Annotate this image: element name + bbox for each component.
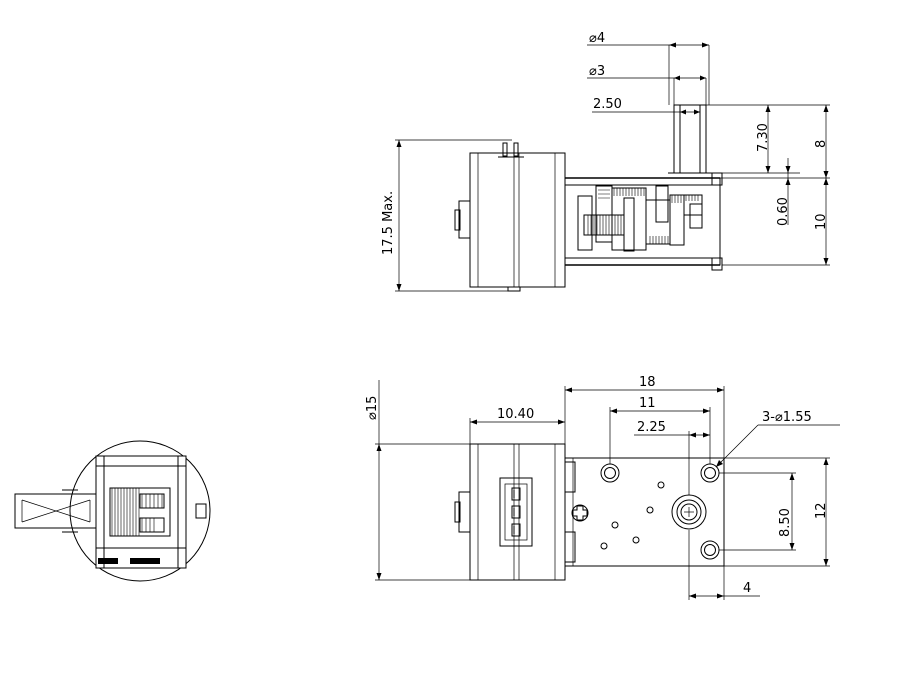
- dim-front-gearbox-len: 18: [639, 375, 656, 390]
- gear-train: [577, 185, 703, 252]
- terminal-pin: [513, 142, 519, 157]
- dim-top-plate: 0.60: [776, 197, 791, 226]
- connector: [499, 477, 533, 547]
- dim-front-hole-x: 11: [639, 396, 656, 411]
- dim-front-mount-holes: 3-⌀1.55: [762, 410, 812, 425]
- dim-front-box-width: 12: [814, 502, 829, 519]
- dim-top-height-max: 17.5 Max.: [381, 191, 396, 255]
- motor-body: [469, 152, 566, 288]
- terminal-pin: [502, 142, 508, 157]
- dim-front-motor-dia: ⌀15: [365, 396, 380, 420]
- dim-top-flat: 2.50: [593, 97, 622, 112]
- motor-boss: [458, 200, 471, 239]
- dim-front-edge-offset: 4: [743, 581, 751, 596]
- dim-top-dia-inner: ⌀3: [589, 64, 605, 79]
- dim-front-motor-len: 10.40: [497, 407, 534, 422]
- screw-head: [571, 504, 589, 522]
- end-view-shaft: [14, 493, 97, 529]
- front-view: ⌀15 10.40 18 11 2.25 3-⌀1.55: [365, 375, 840, 600]
- dim-front-shaft-offset: 2.25: [637, 420, 666, 435]
- motor-body-front: [469, 443, 566, 581]
- gearbox-plate: [564, 457, 725, 567]
- dim-top-shaft-total: 8: [814, 140, 829, 148]
- output-shaft: [673, 104, 707, 174]
- dim-top-box-height: 10: [814, 213, 829, 230]
- top-view: ⌀4 ⌀3 2.50 17.5 Max. 7.30 8: [381, 31, 830, 292]
- mount-hole: [600, 463, 620, 483]
- mount-hole: [700, 540, 720, 560]
- dim-top-shaft-len: 7.30: [756, 123, 771, 152]
- end-view-outline: [69, 440, 211, 582]
- dim-front-hole-y: 8.50: [778, 508, 793, 537]
- dim-top-dia-outer: ⌀4: [589, 31, 605, 46]
- end-view: [14, 440, 211, 582]
